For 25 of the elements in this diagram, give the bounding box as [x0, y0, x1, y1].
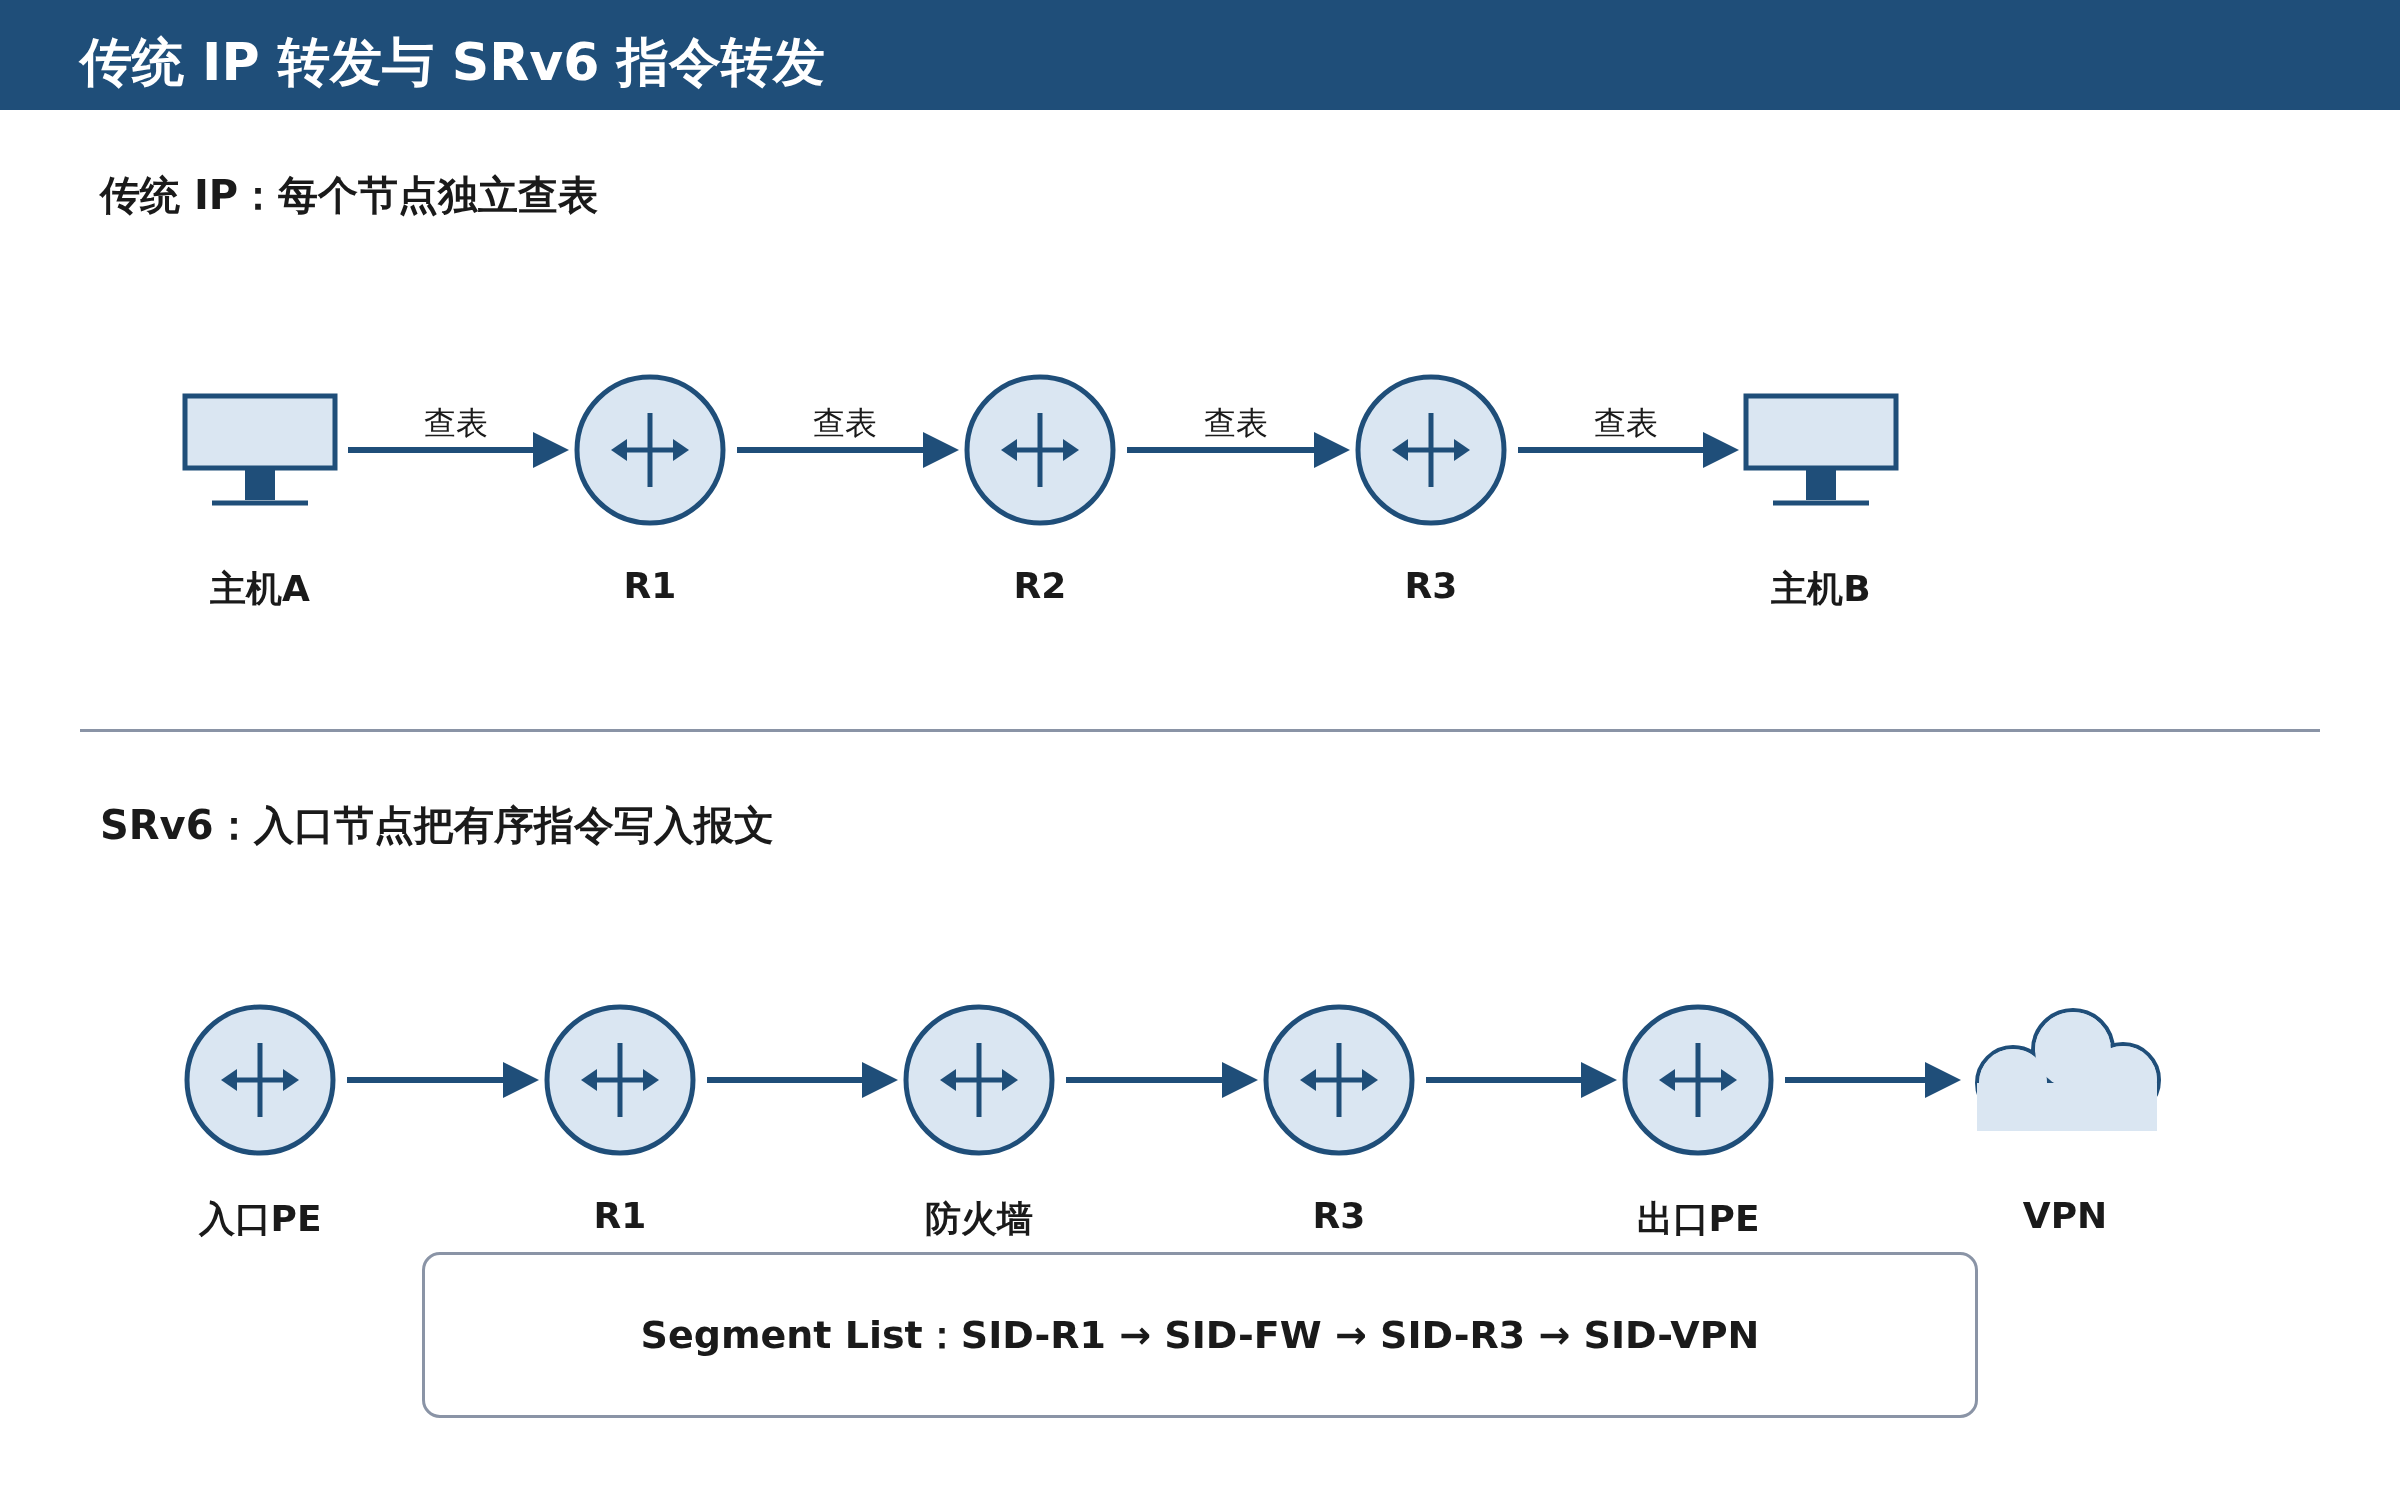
node-label: 入口PE [198, 1197, 322, 1241]
node-label: 主机B [1771, 567, 1871, 611]
node-label: 出口PE [1636, 1197, 1760, 1241]
segment-list-box [422, 1252, 1978, 1418]
node-label: R1 [593, 1195, 647, 1236]
segment-list-text: Segment List：SID-R1 → SID-FW → SID-R3 → SID-VPN [640, 1311, 1760, 1359]
node-label: R3 [1312, 1195, 1366, 1236]
node-label: R1 [623, 565, 677, 606]
title: 传统 IP 转发与 SRv6 指令转发 [80, 31, 826, 94]
arrow [737, 432, 959, 468]
arrow [348, 432, 569, 468]
arrow [707, 1062, 898, 1098]
arrow [1127, 432, 1350, 468]
node-label: 防火墙 [925, 1197, 1033, 1241]
node-label: R2 [1013, 565, 1067, 606]
arrow [1066, 1062, 1258, 1098]
node-label: VPN [2022, 1195, 2108, 1236]
section-heading: 传统 IP：每个节点独立查表 [100, 171, 599, 220]
arrow [1785, 1062, 1961, 1098]
section-heading: SRv6：入口节点把有序指令写入报文 [100, 801, 774, 850]
arrow [347, 1062, 539, 1098]
node-label: 主机A [210, 567, 310, 611]
arrow [1518, 432, 1739, 468]
arrow [1426, 1062, 1617, 1098]
node-label: R3 [1404, 565, 1458, 606]
